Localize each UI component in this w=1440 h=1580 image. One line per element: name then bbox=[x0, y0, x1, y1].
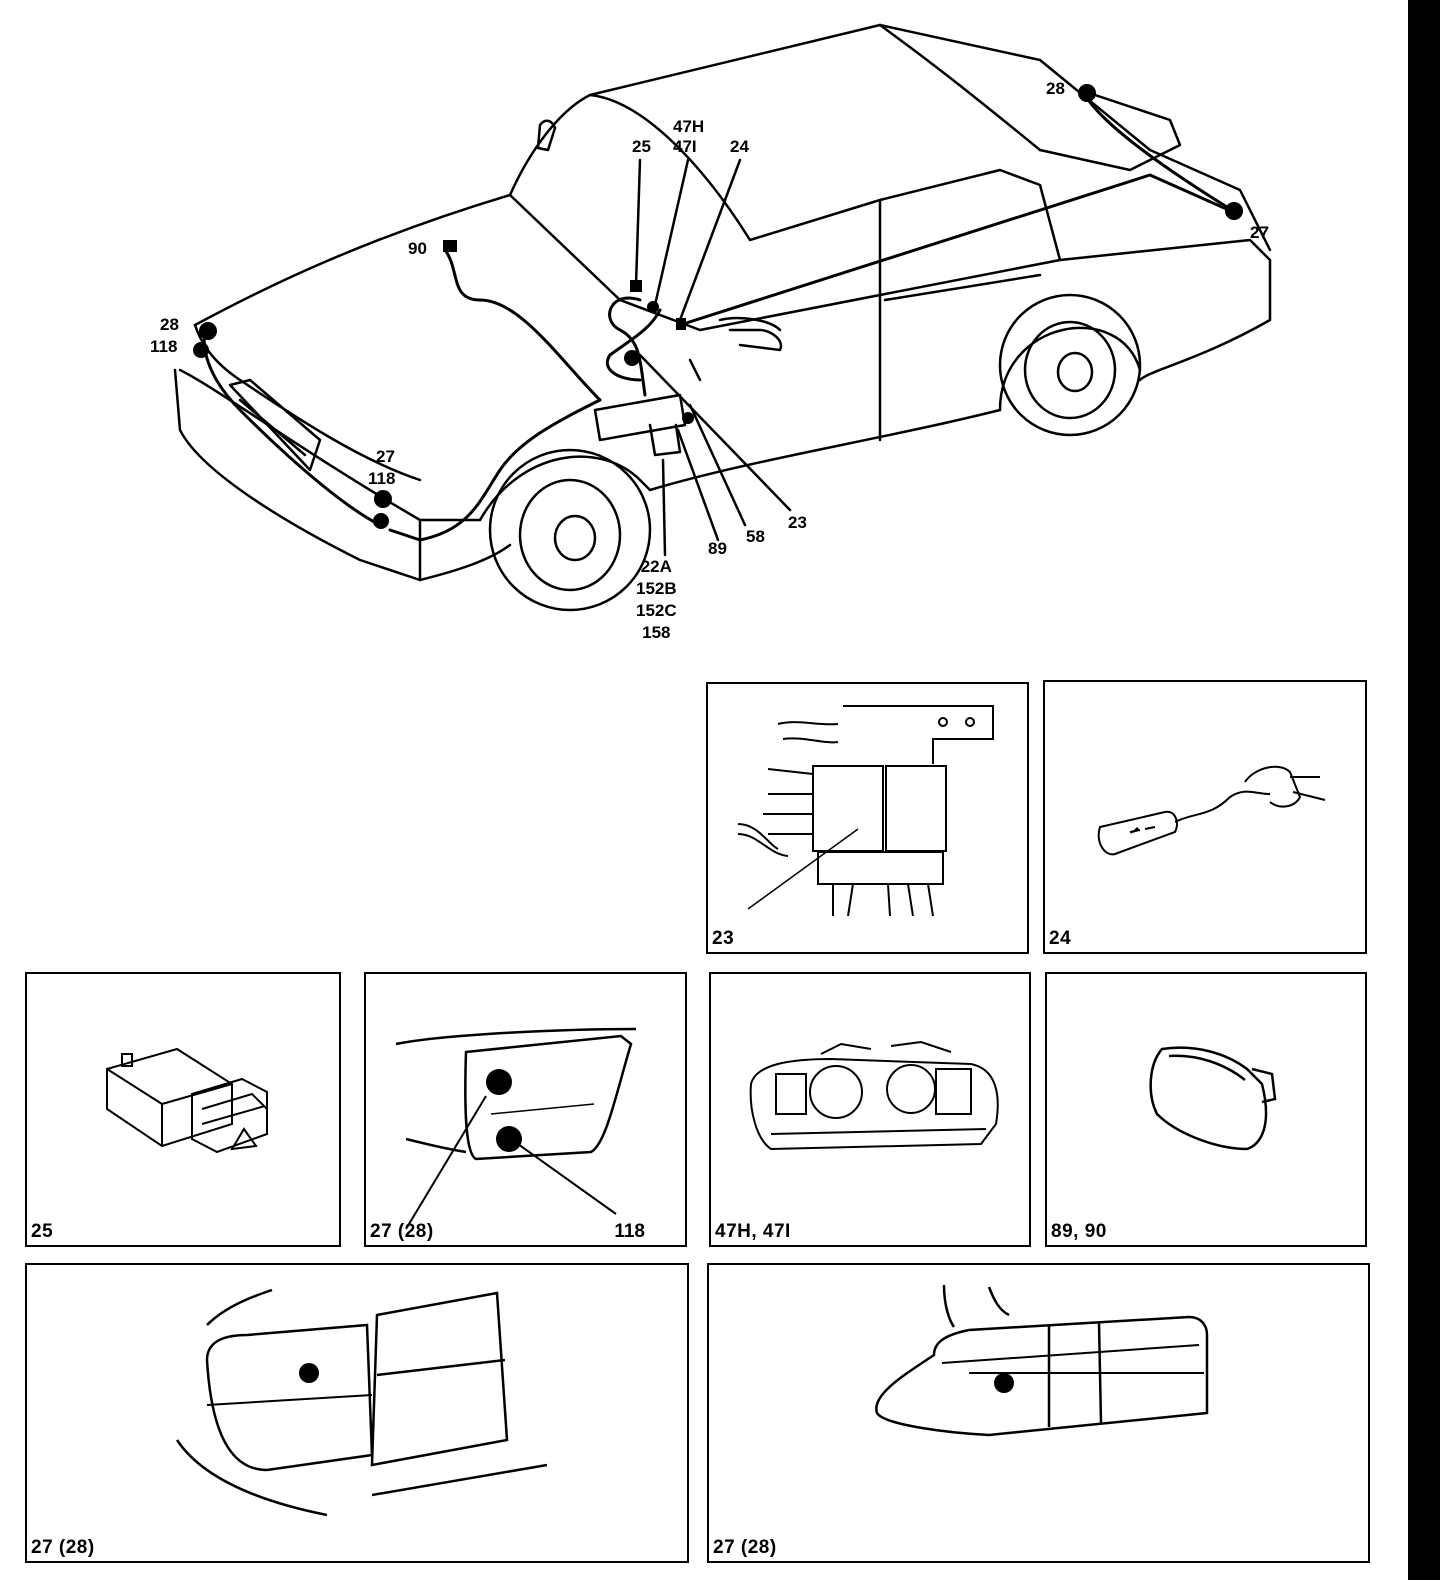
panel-27-118-corner-lamp: 27 (28) 118 bbox=[364, 972, 687, 1247]
panel-27-28-taillamp: 27 (28) bbox=[707, 1263, 1370, 1563]
panel-89-90-side-marker: 89, 90 bbox=[1045, 972, 1367, 1247]
callout-27-rear: 27 bbox=[1250, 223, 1269, 242]
stalk-illustration bbox=[1097, 765, 1326, 856]
panel-23-relay: 23 bbox=[706, 682, 1029, 954]
callout-152b: 152B bbox=[636, 579, 677, 598]
hazard-switch-illustration bbox=[106, 1047, 268, 1154]
panel-89-90-caption: 89, 90 bbox=[1051, 1221, 1107, 1242]
corner-lamp-illustration bbox=[395, 1027, 637, 1230]
panel-27-118-caption: 27 (28) bbox=[370, 1221, 434, 1242]
side-marker-illustration bbox=[1149, 1046, 1277, 1151]
callout-28-rear: 28 bbox=[1046, 79, 1065, 98]
car-overview-drawing bbox=[173, 23, 1272, 612]
panel-47-caption: 47H, 47I bbox=[715, 1221, 791, 1242]
callout-23: 23 bbox=[788, 513, 807, 532]
callout-22a: 22A bbox=[640, 557, 672, 576]
callout-152c: 152C bbox=[636, 601, 677, 620]
callout-47h: 47H bbox=[673, 117, 705, 136]
callout-118-front-lower: 118 bbox=[368, 469, 396, 488]
callout-stack-control-unit: 22A 152B 152C 158 bbox=[636, 556, 677, 644]
callout-90: 90 bbox=[408, 239, 427, 258]
callout-25: 25 bbox=[632, 137, 651, 156]
callout-158: 158 bbox=[642, 623, 671, 642]
panel-24-stalk: 24 bbox=[1043, 680, 1367, 954]
relay-illustration bbox=[737, 705, 994, 917]
callout-24: 24 bbox=[730, 137, 749, 156]
callout-47i: 47I bbox=[673, 137, 697, 156]
callout-118-front: 118 bbox=[150, 337, 178, 356]
headlamp-illustration bbox=[175, 1288, 548, 1517]
callout-27-front: 27 bbox=[376, 447, 395, 466]
panel-27-118-caption-right: 118 bbox=[614, 1221, 645, 1242]
panel-24-caption: 24 bbox=[1049, 928, 1072, 949]
instrument-cluster-illustration bbox=[749, 1040, 999, 1151]
callout-58: 58 bbox=[746, 527, 765, 546]
panel-25-hazard-switch: 25 bbox=[25, 972, 341, 1247]
panel-25-caption: 25 bbox=[31, 1221, 54, 1242]
panel-27-28-taillamp-caption: 27 (28) bbox=[713, 1537, 777, 1558]
panel-27-28-headlamp: 27 (28) bbox=[25, 1263, 689, 1563]
page-edge-bar bbox=[1408, 0, 1440, 1580]
panel-23-caption: 23 bbox=[712, 928, 735, 949]
panel-27-28-headlamp-caption: 27 (28) bbox=[31, 1537, 95, 1558]
taillamp-illustration bbox=[875, 1284, 1209, 1437]
callout-28-front: 28 bbox=[160, 315, 179, 334]
callout-89: 89 bbox=[708, 539, 727, 558]
panel-47-instrument-cluster: 47H, 47I bbox=[709, 972, 1031, 1247]
